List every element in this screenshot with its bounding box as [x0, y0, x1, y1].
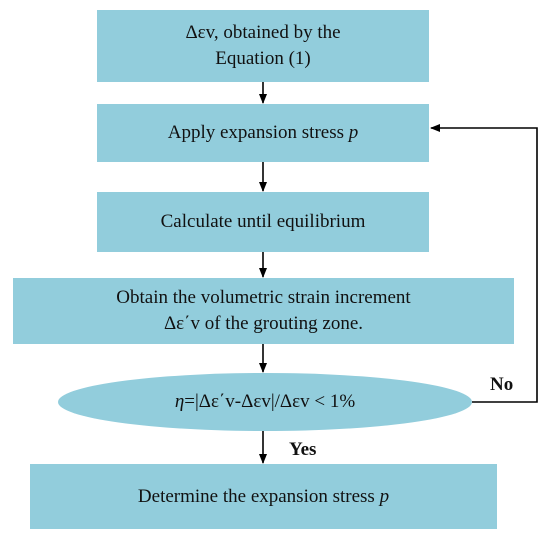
- decision-eta-label: η=|Δε΄v-Δεv|/Δεv < 1%: [175, 391, 355, 413]
- step-apply-stress-var: p: [348, 122, 359, 143]
- arrow-decision-no-loop: [430, 124, 538, 403]
- step-apply-stress-text: Apply expansion stress: [167, 122, 344, 143]
- step-compute-delta-ev: Δεv, obtained by the Equation (1): [97, 10, 429, 82]
- step-obtain-strain: Obtain the volumetric strain increment Δ…: [13, 278, 514, 344]
- decision-eta: η=|Δε΄v-Δεv|/Δεv < 1%: [58, 373, 472, 431]
- step-determine-stress-text: Determine the expansion stress: [137, 485, 375, 507]
- step-calculate-equilibrium-text: Calculate until equilibrium: [160, 211, 366, 232]
- label-no: No: [490, 374, 514, 395]
- step-compute-delta-ev-line2: Equation (1): [215, 48, 311, 69]
- label-yes: Yes: [289, 439, 317, 460]
- step-apply-stress: Apply expansion stress p: [97, 104, 429, 162]
- step-apply-stress-label: Apply expansion stress p: [168, 120, 359, 146]
- step-obtain-strain-line2: Δε΄v of the grouting zone.: [163, 313, 364, 334]
- step-determine-stress-label: Determine the expansion stress p: [138, 484, 389, 510]
- step-compute-delta-ev-line1: Δεv, obtained by the: [185, 22, 341, 43]
- step-determine-stress-var: p: [379, 485, 390, 507]
- step-calculate-equilibrium: Calculate until equilibrium: [97, 192, 429, 252]
- decision-eta-symbol: η: [174, 391, 185, 412]
- decision-eta-text: =|Δε΄v-Δεv|/Δεv < 1%: [184, 391, 356, 412]
- step-obtain-strain-line1: Obtain the volumetric strain increment: [116, 287, 411, 308]
- step-determine-stress: Determine the expansion stress p: [30, 464, 497, 529]
